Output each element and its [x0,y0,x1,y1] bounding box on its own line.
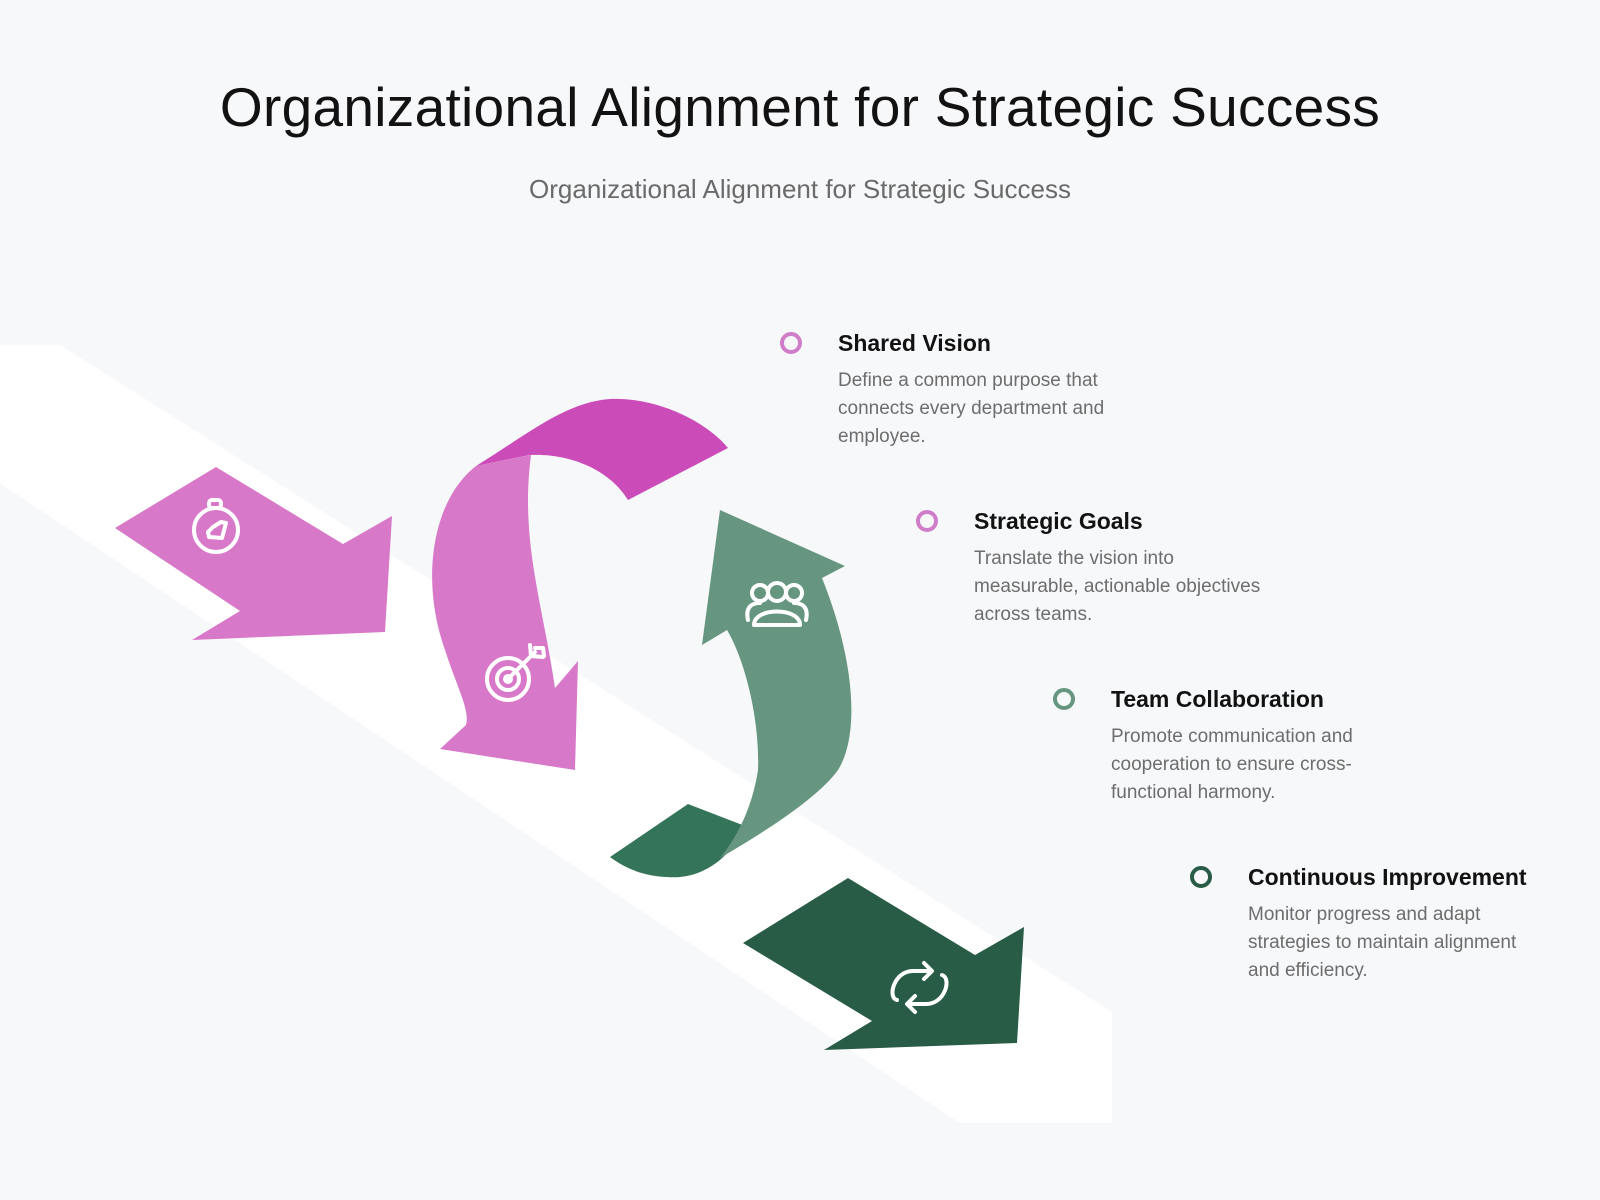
compass-icon [192,498,240,554]
marker-circle [1190,866,1212,888]
cycle-icon [890,961,949,1014]
marker-circle [916,510,938,532]
marker-circle [780,332,802,354]
step-title: Shared Vision [838,330,991,356]
arrow-team-collaboration-base [610,804,745,878]
arrow-team-collaboration [702,510,852,858]
arrow-continuous-improvement [743,878,1024,1050]
step-description: Promote communication and cooperation to… [1111,726,1353,803]
arrow-shared-vision [115,467,392,640]
step-description: Define a common purpose that connects ev… [838,370,1105,447]
step-description: Monitor progress and adapt strategies to… [1248,904,1517,981]
step-title: Strategic Goals [974,508,1143,534]
step-description: Translate the vision into measurable, ac… [974,548,1261,625]
arrow-strategic-goals [432,455,578,770]
step-title: Team Collaboration [1111,686,1324,712]
marker-circle [1053,688,1075,710]
target-icon [485,643,546,702]
arrow-strategic-goals-top [476,398,728,500]
page-title: Organizational Alignment for Strategic S… [219,76,1381,138]
step-title: Continuous Improvement [1248,864,1527,890]
page-subtitle: Organizational Alignment for Strategic S… [529,174,1071,204]
team-icon [745,581,809,627]
